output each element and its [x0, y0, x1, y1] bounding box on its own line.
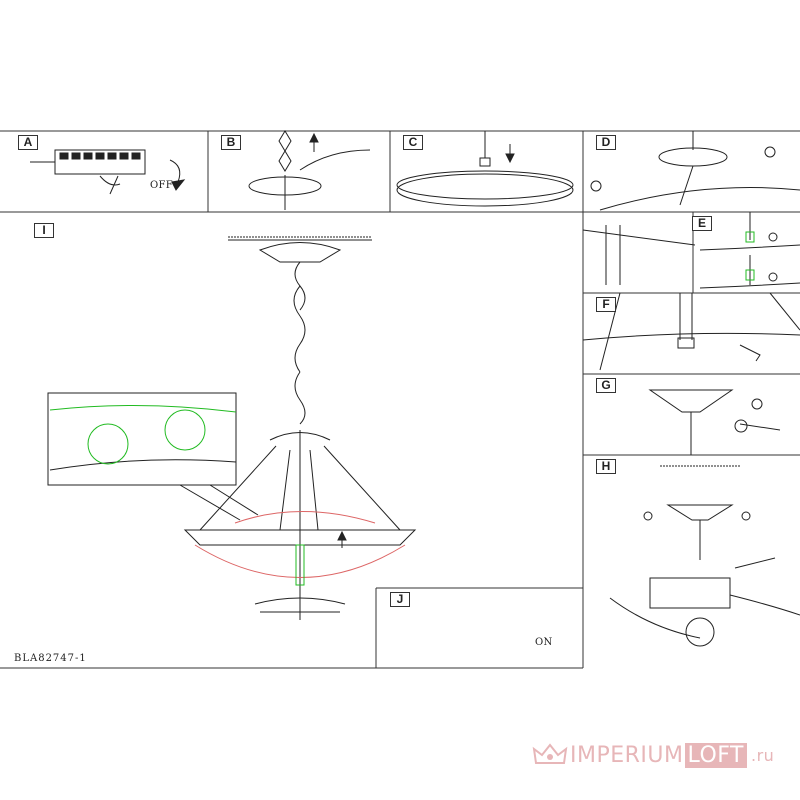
panel-e-diagram	[582, 212, 800, 289]
panel-i-diagram	[183, 236, 417, 620]
panel-frames	[0, 130, 800, 669]
switch-off-label: OFF	[150, 180, 173, 191]
panel-label-a: A	[18, 135, 38, 150]
panel-g-diagram	[648, 389, 781, 455]
terminal-strip	[59, 152, 141, 160]
chain	[293, 261, 306, 425]
watermark-domain: .ru	[751, 745, 775, 765]
panel-label-h: H	[596, 459, 616, 474]
switch-on-label: ON	[535, 637, 553, 648]
panel-h-diagram	[609, 465, 800, 647]
panel-label-d: D	[596, 135, 616, 150]
panel-label-g: G	[596, 378, 616, 393]
crown-logo-icon	[532, 743, 568, 764]
panel-c-diagram	[396, 131, 574, 207]
panel-b-diagram	[248, 130, 371, 210]
panel-f-diagram	[582, 292, 800, 371]
panel-label-c: C	[403, 135, 423, 150]
watermark: IMPERIUM LOFT .ru	[530, 735, 774, 775]
detail-callout	[47, 392, 259, 521]
panel-label-i: I	[34, 223, 54, 238]
panel-d-diagram	[590, 131, 800, 211]
watermark-brand-right: LOFT	[684, 742, 747, 768]
model-code: BLA82747-1	[14, 653, 87, 664]
panel-label-f: F	[596, 297, 616, 312]
panel-a-diagram	[30, 149, 186, 195]
panel-label-b: B	[221, 135, 241, 150]
panel-label-e: E	[692, 216, 712, 231]
panel-label-j: J	[390, 592, 410, 607]
watermark-brand-left: IMPERIUM	[570, 742, 684, 768]
